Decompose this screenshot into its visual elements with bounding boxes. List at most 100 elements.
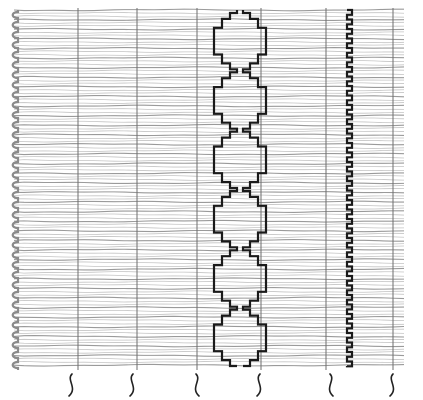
thread-tail bbox=[129, 373, 135, 397]
horizontal-thread bbox=[13, 363, 405, 367]
horizontal-thread bbox=[13, 50, 405, 53]
horizontal-thread bbox=[13, 136, 405, 140]
horizontal-thread bbox=[13, 274, 405, 277]
horizontal-thread bbox=[13, 181, 405, 185]
horizontal-threads bbox=[13, 8, 405, 367]
horizontal-thread bbox=[13, 34, 405, 37]
horizontal-thread bbox=[13, 293, 405, 297]
horizontal-thread bbox=[13, 91, 405, 95]
horizontal-thread bbox=[13, 290, 405, 293]
horizontal-thread bbox=[13, 104, 405, 108]
horizontal-thread bbox=[13, 312, 405, 316]
thread-tail bbox=[328, 373, 334, 397]
horizontal-thread bbox=[13, 328, 405, 332]
horizontal-thread bbox=[13, 31, 405, 34]
horizontal-thread bbox=[13, 258, 405, 262]
horizontal-thread bbox=[13, 223, 405, 226]
horizontal-thread bbox=[13, 239, 405, 242]
horizontal-thread bbox=[13, 56, 405, 60]
horizontal-thread bbox=[13, 194, 405, 197]
horizontal-thread bbox=[13, 360, 405, 364]
horizontal-thread bbox=[13, 341, 405, 345]
horizontal-thread bbox=[13, 59, 405, 63]
horizontal-thread bbox=[13, 18, 405, 21]
horizontal-thread bbox=[13, 232, 405, 236]
horizontal-thread bbox=[13, 207, 405, 210]
horizontal-thread bbox=[13, 85, 405, 89]
horizontal-thread bbox=[13, 309, 405, 312]
horizontal-thread bbox=[13, 146, 405, 149]
horizontal-thread bbox=[13, 216, 405, 220]
horizontal-thread bbox=[13, 255, 405, 258]
horizontal-thread bbox=[13, 175, 405, 178]
horizontal-thread bbox=[13, 53, 405, 57]
horizontal-thread bbox=[13, 299, 405, 303]
horizontal-thread bbox=[13, 188, 405, 191]
horizontal-thread bbox=[13, 88, 405, 92]
horizontal-thread bbox=[13, 261, 404, 264]
horizontal-thread bbox=[13, 72, 405, 76]
horizontal-thread bbox=[13, 325, 405, 329]
horizontal-thread bbox=[13, 236, 405, 239]
horizontal-thread bbox=[13, 8, 404, 12]
horizontal-thread bbox=[13, 11, 405, 15]
horizontal-thread bbox=[13, 152, 405, 156]
horizontal-thread bbox=[13, 334, 405, 338]
horizontal-thread bbox=[13, 162, 405, 165]
horizontal-thread bbox=[13, 280, 405, 284]
horizontal-thread bbox=[13, 245, 405, 248]
horizontal-thread bbox=[13, 66, 405, 69]
horizontal-thread bbox=[13, 315, 405, 319]
horizontal-thread bbox=[13, 69, 405, 72]
horizontal-thread bbox=[13, 303, 405, 306]
horizontal-thread bbox=[13, 178, 405, 181]
horizontal-thread bbox=[13, 271, 405, 274]
horizontal-thread bbox=[13, 123, 405, 127]
horizontal-thread bbox=[13, 319, 405, 322]
serpentine-stitch bbox=[345, 8, 354, 368]
horizontal-thread bbox=[13, 21, 405, 25]
horizontal-thread bbox=[13, 101, 405, 105]
horizontal-thread bbox=[13, 95, 405, 98]
horizontal-thread bbox=[13, 130, 405, 133]
horizontal-thread bbox=[13, 226, 405, 229]
horizontal-thread bbox=[13, 111, 405, 114]
horizontal-thread bbox=[13, 114, 405, 117]
thread-tail bbox=[194, 373, 200, 397]
horizontal-thread bbox=[13, 159, 405, 162]
horizontal-thread bbox=[13, 47, 405, 50]
horizontal-thread bbox=[13, 63, 405, 66]
horizontal-thread bbox=[13, 242, 405, 245]
horizontal-thread bbox=[13, 267, 405, 271]
horizontal-thread bbox=[13, 219, 405, 223]
horizontal-thread bbox=[13, 213, 405, 217]
horizontal-thread bbox=[13, 357, 405, 361]
horizontal-thread bbox=[13, 210, 405, 213]
horizontal-thread bbox=[13, 306, 405, 309]
horizontal-thread bbox=[13, 82, 405, 85]
horizontal-thread bbox=[13, 283, 405, 287]
horizontal-thread bbox=[13, 108, 405, 111]
horizontal-thread bbox=[13, 203, 405, 207]
horizontal-thread bbox=[13, 344, 405, 348]
horizontal-thread bbox=[13, 44, 405, 47]
horizontal-thread bbox=[13, 197, 405, 201]
left-edge-overlock-stitch bbox=[11, 10, 20, 370]
horizontal-thread bbox=[13, 264, 405, 268]
horizontal-thread bbox=[13, 229, 405, 233]
horizontal-thread bbox=[13, 79, 405, 82]
horizontal-thread bbox=[13, 322, 405, 325]
horizontal-thread bbox=[13, 37, 405, 41]
horizontal-thread bbox=[13, 168, 405, 172]
horizontal-thread bbox=[13, 354, 405, 357]
thread-tails bbox=[68, 373, 395, 397]
horizontal-thread bbox=[13, 149, 405, 153]
horizontal-thread bbox=[13, 143, 405, 146]
horizontal-thread bbox=[13, 251, 405, 255]
horizontal-thread bbox=[13, 75, 405, 79]
thread-tail bbox=[256, 373, 262, 397]
horizontal-thread bbox=[13, 165, 405, 169]
vertical-threads bbox=[77, 8, 394, 370]
horizontal-thread bbox=[13, 287, 405, 290]
